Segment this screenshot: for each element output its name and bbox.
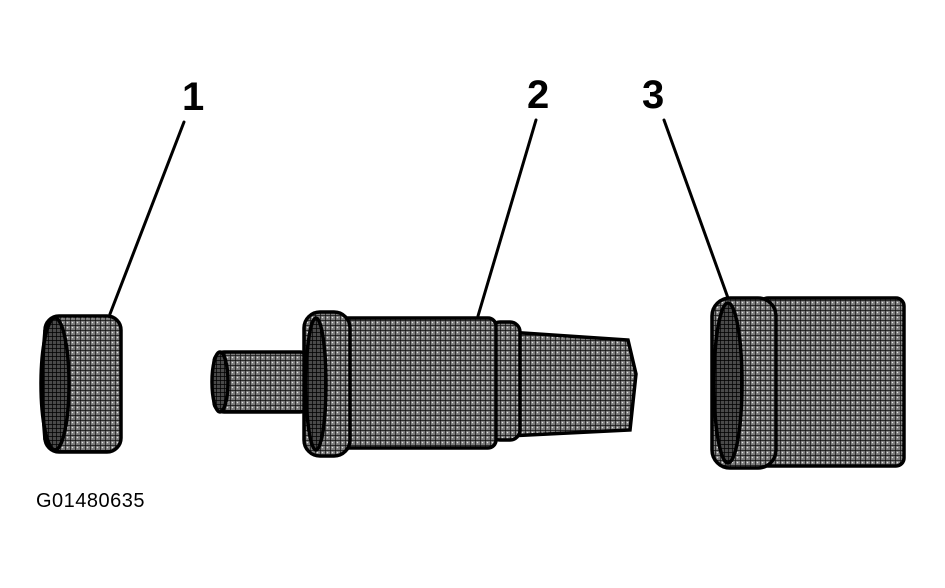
leader-line-3 bbox=[662, 118, 730, 300]
part-1-ring bbox=[39, 314, 123, 454]
callout-3: 3 bbox=[642, 73, 664, 117]
part-2-shaft bbox=[210, 310, 638, 458]
callout-2: 2 bbox=[527, 73, 549, 117]
part-3-sleeve bbox=[710, 296, 906, 470]
leader-line-1 bbox=[108, 120, 186, 316]
leader-line-2 bbox=[476, 118, 538, 318]
callout-1: 1 bbox=[182, 75, 204, 119]
figure-code: G01480635 bbox=[36, 490, 146, 512]
